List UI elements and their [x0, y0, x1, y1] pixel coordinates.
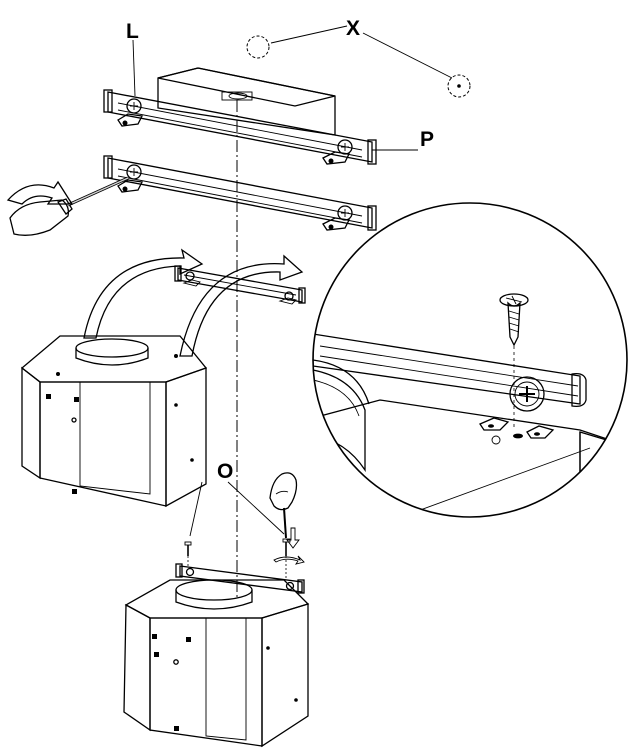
- lift-arrow-left: [83, 248, 204, 339]
- label-x: X: [346, 17, 360, 40]
- label-o: O: [217, 460, 233, 483]
- rotate-arrow-icon: [273, 555, 305, 565]
- mounting-bracket-screwed: [103, 155, 377, 231]
- small-bracket: [174, 265, 306, 305]
- detail-zoom-circle: [312, 202, 628, 518]
- rotation-arrow-icon: [6, 180, 74, 205]
- down-arrow-icon: [286, 527, 300, 549]
- screwdriver-icon: [9, 176, 129, 236]
- screw-icon-left: [184, 541, 192, 566]
- hood-body-lower: [123, 563, 310, 748]
- screw-icon-right: [282, 538, 291, 580]
- top-bracket-with-level: [103, 67, 377, 165]
- lift-arrow-right: [179, 254, 304, 357]
- drill-mark-circle-left: [246, 35, 270, 59]
- hand-icon: [269, 472, 298, 539]
- screw-icon-detail: [499, 293, 529, 347]
- drill-mark-circle-right: [447, 74, 471, 98]
- label-p: P: [420, 128, 434, 151]
- label-l: L: [126, 20, 139, 43]
- hood-body-upper: [20, 335, 208, 508]
